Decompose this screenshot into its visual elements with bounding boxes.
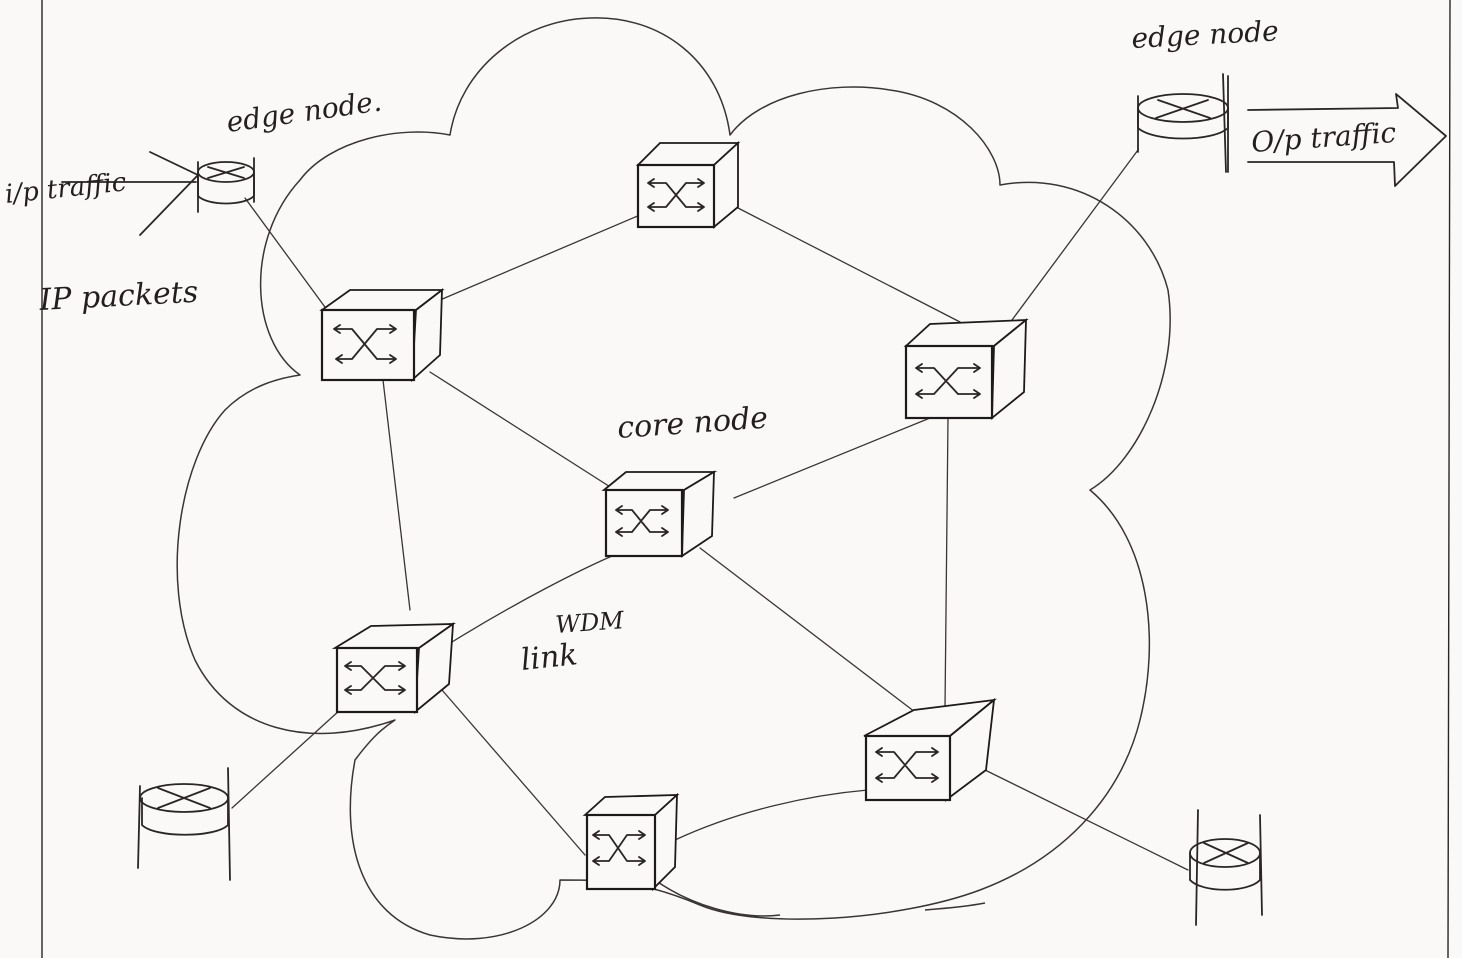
input-traffic-arrow-icon [61, 151, 199, 236]
router-bottom-left-icon [137, 767, 231, 881]
core-node-label: core node [616, 401, 769, 446]
output-traffic-arrow-icon [1247, 93, 1447, 187]
link-s1-to-s2 [439, 214, 641, 301]
link-s6-to-router-br [984, 769, 1189, 871]
network-cloud [176, 17, 1171, 940]
link-edge-left-to-s1 [244, 197, 334, 319]
link-s5-to-s6 [674, 789, 869, 841]
switch-top-icon [635, 140, 741, 229]
link-s4-to-core [451, 555, 613, 643]
wdm-link-label-line2: link [519, 637, 579, 678]
link-edge-right-to-s3 [1011, 149, 1139, 321]
output-traffic-label: O/p traffic [1250, 116, 1397, 159]
switch-right-icon [903, 318, 1029, 420]
switch-core-icon [601, 470, 718, 558]
link-s1-to-s4 [382, 379, 411, 611]
link-s1-to-core [429, 371, 616, 491]
wdm-link-label-line1: WDM [554, 606, 626, 639]
router-bottom-right-icon [1189, 809, 1263, 926]
router-edge-left-icon [197, 157, 255, 213]
router-edge-right-icon [1137, 73, 1229, 173]
link-core-to-s6 [699, 547, 916, 713]
cloud-inner-arc [654, 879, 781, 917]
link-s4-to-s5 [441, 689, 586, 856]
edge-node-right-label: edge node [1131, 14, 1280, 55]
switch-left-icon [319, 288, 445, 383]
right-margin-line [1447, 0, 1451, 958]
switch-bottom-icon [582, 792, 680, 892]
link-s4-to-router-bl [231, 709, 341, 809]
link-s2-to-s3 [737, 207, 961, 323]
switch-lower-right-icon [863, 697, 997, 802]
switch-lower-left-icon [331, 622, 456, 715]
ip-packets-label: IP packets [38, 275, 199, 318]
cloud-inner-arc-2 [924, 902, 986, 911]
edge-node-left-label: edge node. [224, 85, 383, 139]
link-core-to-s3 [733, 417, 931, 499]
link-s3-to-s6 [944, 417, 949, 709]
wdm-links [231, 149, 1189, 871]
input-traffic-label: i/p traffic [4, 167, 129, 210]
